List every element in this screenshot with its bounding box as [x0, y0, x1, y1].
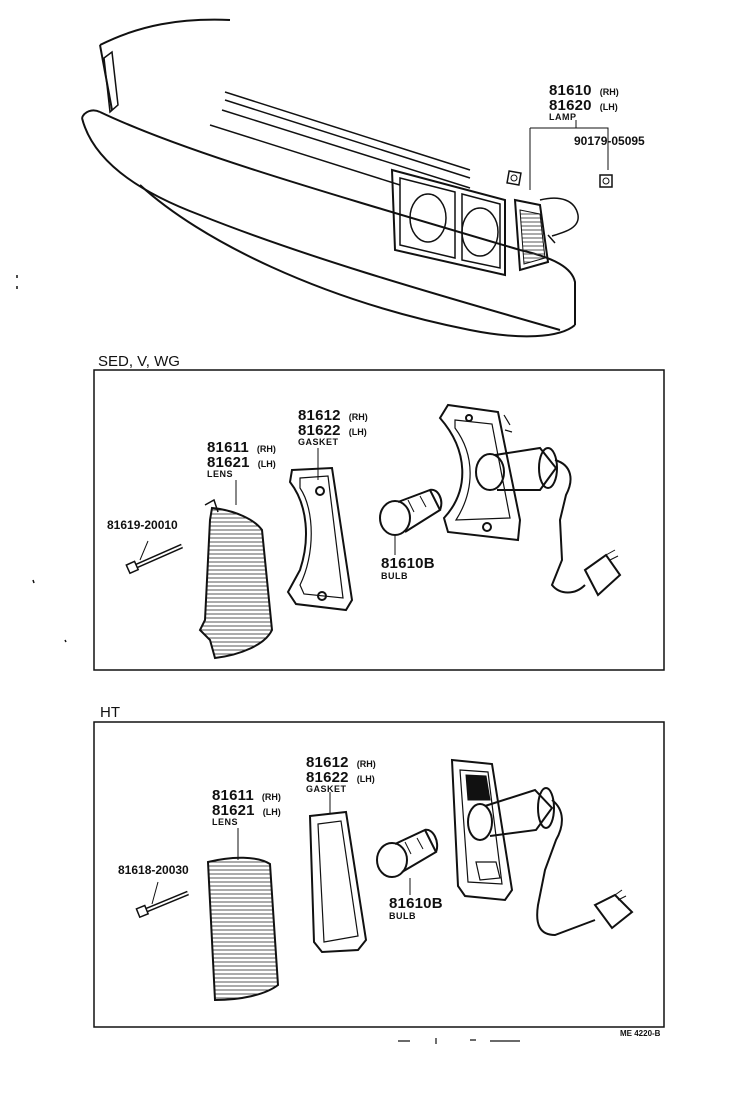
ht-gasket-label: GASKET: [306, 784, 347, 794]
ht-gasket-callout-rh: 81612 (RH): [306, 755, 376, 771]
lamp-label: LAMP: [549, 112, 577, 122]
sed-lens-lh-tag: (LH): [257, 459, 276, 469]
sed-lens-rh-tag: (RH): [256, 444, 276, 454]
lens-81611: [198, 480, 274, 660]
sedan-section-title: SED, V, WG: [98, 353, 180, 370]
sed-screw-part-number: 81619-20010: [107, 518, 178, 532]
ht-bulb-number: 81610B: [389, 895, 443, 912]
ht-lens-callout-rh: 81611 (RH): [212, 788, 281, 804]
ht-gasket-rh-tag: (RH): [356, 759, 376, 769]
screw-81619: [125, 540, 184, 575]
screw-81618: [135, 881, 189, 919]
ht-gasket-lh-number: 81622: [306, 769, 349, 786]
sed-gasket-label: GASKET: [298, 437, 339, 447]
sed-gasket-lh-tag: (LH): [348, 427, 367, 437]
ht-lens-lh-tag: (LH): [262, 807, 281, 817]
lens-ht: [206, 828, 280, 1002]
sed-gasket-lh-number: 81622: [298, 422, 341, 439]
ht-bulb-label: BULB: [389, 911, 416, 921]
sed-gasket-callout-rh: 81612 (RH): [298, 408, 368, 424]
ht-gasket-lh-tag: (LH): [356, 774, 375, 784]
ht-lens-callout-lh: 81621 (LH): [212, 803, 281, 819]
ht-lens-lh-number: 81621: [212, 802, 255, 819]
ht-screw-part-number: 81618-20030: [118, 863, 189, 877]
ht-lens-rh-tag: (RH): [261, 792, 281, 802]
sedan-section-frame: [93, 369, 665, 671]
lamp-callout-lh: 81620 (LH): [549, 98, 618, 114]
lamp-rh-tag: (RH): [599, 87, 619, 97]
sed-bulb-number: 81610B: [381, 555, 435, 572]
nut-part-number: 90179-05095: [574, 134, 645, 148]
gasket-81612-sed: [286, 448, 354, 612]
sed-gasket-rh-number: 81612: [298, 407, 341, 424]
gasket-ht: [308, 792, 368, 954]
ht-gasket-callout-lh: 81622 (LH): [306, 770, 375, 786]
sed-lens-lh-number: 81621: [207, 454, 250, 471]
lamp-housing-sed: [438, 403, 622, 597]
sed-gasket-callout-lh: 81622 (LH): [298, 423, 367, 439]
lamp-rh-number: 81610: [549, 82, 592, 99]
lamp-callout-rh: 81610 (RH): [549, 83, 619, 99]
sed-lens-callout-lh: 81621 (LH): [207, 455, 276, 471]
ht-lens-rh-number: 81611: [212, 787, 254, 804]
ht-section-frame: [93, 721, 665, 1028]
figure-reference: ME 4220-B: [620, 1029, 661, 1038]
bulb-81610b-sed: [379, 488, 443, 555]
sed-lens-label: LENS: [207, 469, 234, 479]
ht-lens-label: LENS: [212, 817, 239, 827]
sed-lens-callout-rh: 81611 (RH): [207, 440, 276, 456]
ht-gasket-rh-number: 81612: [306, 754, 349, 771]
sed-bulb-label: BULB: [381, 571, 408, 581]
car-front-illustration: [16, 18, 613, 338]
lamp-lh-tag: (LH): [599, 102, 618, 112]
sed-lens-rh-number: 81611: [207, 439, 249, 456]
sed-gasket-rh-tag: (RH): [348, 412, 368, 422]
bulb-ht: [376, 828, 439, 895]
lamp-housing-ht: [450, 758, 634, 937]
ht-section-title: HT: [100, 704, 120, 721]
lamp-lh-number: 81620: [549, 97, 592, 114]
